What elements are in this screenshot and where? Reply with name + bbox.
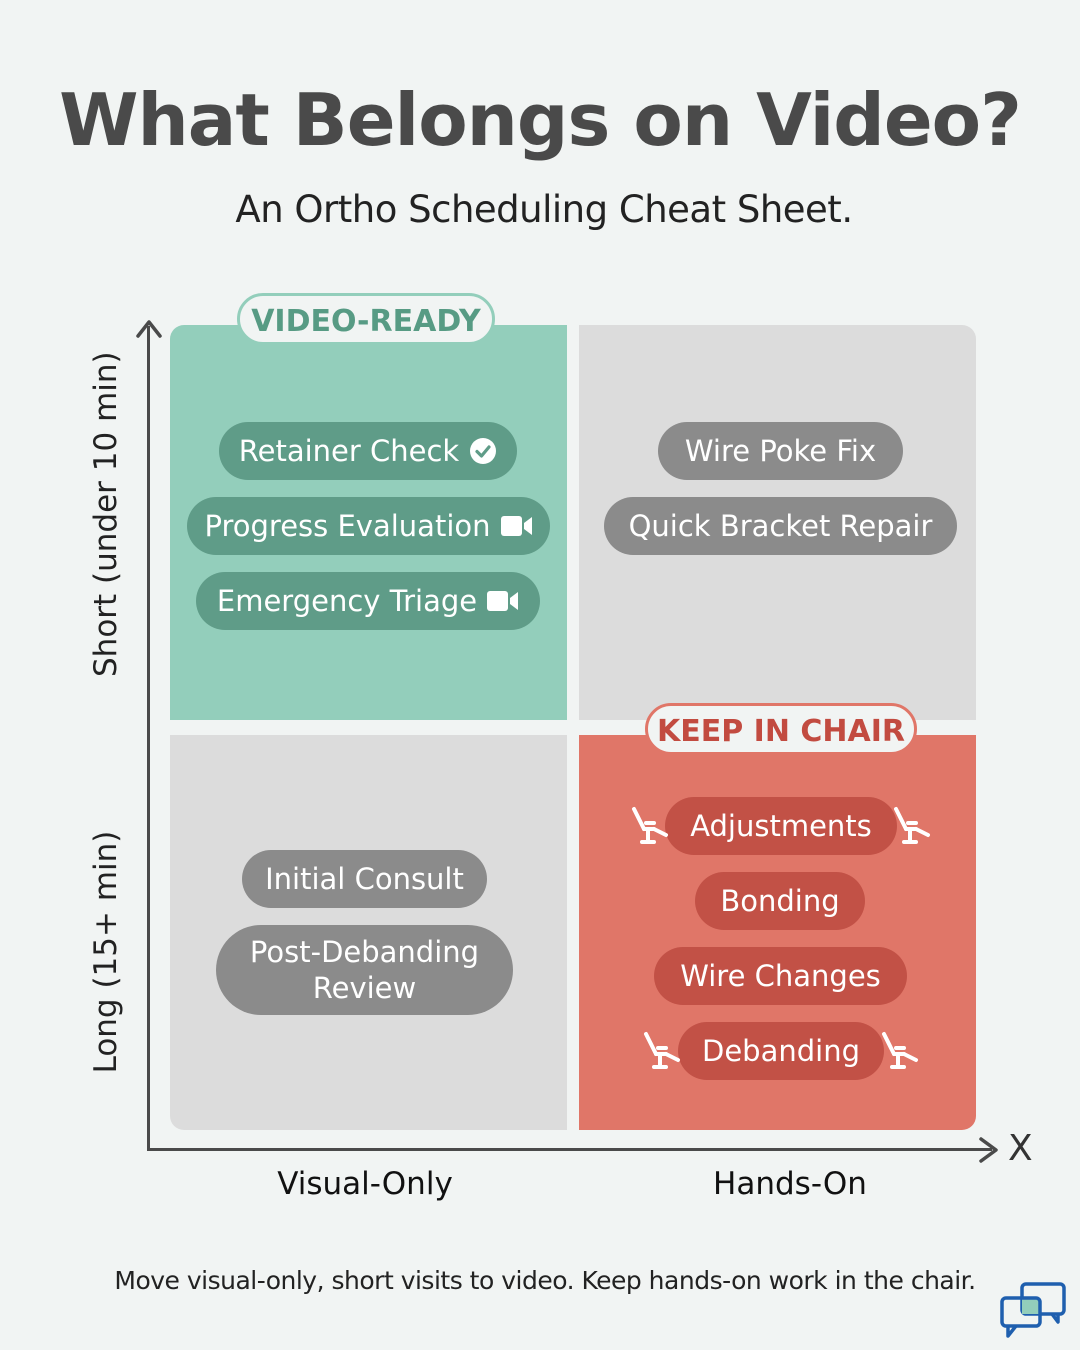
check-circle-icon — [469, 437, 497, 465]
y-axis-label-short: Short (under 10 min) — [88, 351, 124, 677]
arrow-right-icon — [979, 1137, 998, 1163]
item-retainer-check: Retainer Check — [219, 422, 517, 480]
item-bonding: Bonding — [695, 872, 865, 930]
x-axis-letter: X — [1008, 1128, 1033, 1169]
item-adjustments: Adjustments — [665, 797, 897, 855]
keep-in-chair-tag: KEEP IN CHAIR — [645, 703, 917, 755]
item-label: Wire Changes — [680, 959, 881, 993]
item-quick-bracket-repair: Quick Bracket Repair — [604, 497, 957, 555]
item-debanding: Debanding — [678, 1022, 884, 1080]
item-label: Retainer Check — [238, 434, 460, 468]
item-label: Progress Evaluation — [204, 509, 491, 543]
dental-chair-icon — [644, 1032, 680, 1069]
video-camera-icon — [500, 515, 533, 537]
y-axis-label-long: Long (15+ min) — [88, 830, 124, 1074]
x-axis-label-hands-on: Hands-On — [713, 1166, 867, 1202]
item-label-line2: Review — [312, 971, 417, 1005]
page-title: What Belongs on Video? — [59, 78, 1022, 162]
item-label: Emergency Triage — [216, 584, 478, 618]
x-axis-line — [147, 1148, 992, 1151]
item-label: Debanding — [702, 1034, 860, 1068]
dental-chair-icon — [882, 1032, 918, 1069]
item-initial-consult: Initial Consult — [242, 850, 487, 908]
item-label-line1: Post-Debanding — [249, 935, 480, 969]
arrow-up-icon — [136, 320, 162, 338]
item-label: Bonding — [720, 884, 840, 918]
item-emergency-triage: Emergency Triage — [196, 572, 540, 630]
x-axis-label-visual-only: Visual-Only — [277, 1166, 453, 1202]
item-progress-evaluation: Progress Evaluation — [187, 497, 550, 555]
dental-chair-icon — [894, 807, 930, 844]
y-axis-line — [147, 326, 150, 1151]
item-post-debanding-review: Post-Debanding Review — [216, 925, 513, 1015]
item-label: Wire Poke Fix — [684, 434, 877, 468]
item-wire-poke-fix: Wire Poke Fix — [658, 422, 903, 480]
page-subtitle: An Ortho Scheduling Cheat Sheet. — [235, 188, 853, 231]
item-wire-changes: Wire Changes — [654, 947, 907, 1005]
item-label: Adjustments — [690, 809, 872, 843]
item-label: Initial Consult — [265, 862, 464, 896]
chat-bubbles-icon — [1000, 1282, 1066, 1338]
footer-text: Move visual-only, short visits to video.… — [114, 1266, 976, 1295]
video-camera-icon — [487, 590, 519, 612]
dental-chair-icon — [632, 807, 668, 844]
video-ready-tag: VIDEO-READY — [237, 293, 495, 345]
item-label: Quick Bracket Repair — [628, 509, 933, 543]
